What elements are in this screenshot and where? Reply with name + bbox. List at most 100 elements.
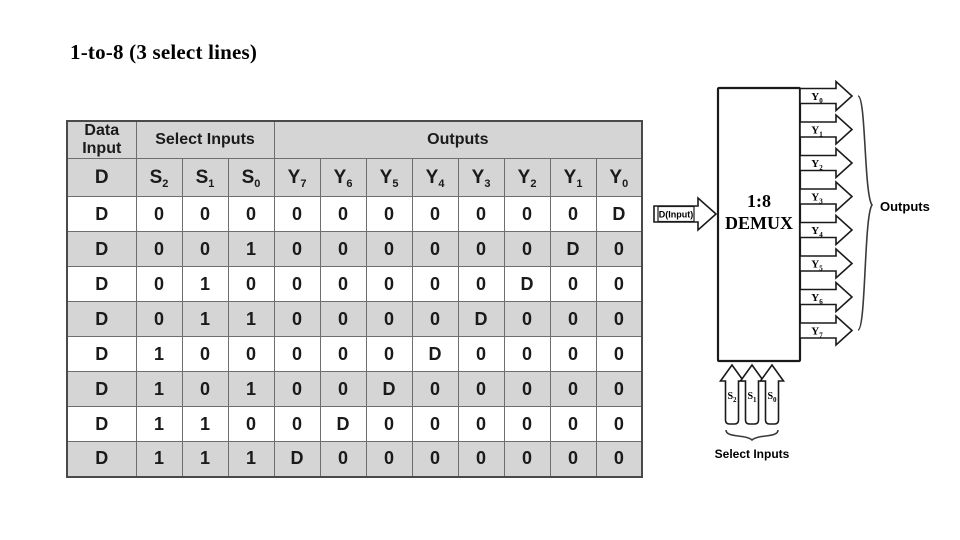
- table-cell: 0: [319, 301, 367, 337]
- table-cell: D: [66, 406, 137, 442]
- table-cell: 0: [365, 406, 413, 442]
- output-arrow-y4: Y4: [799, 213, 854, 247]
- table-cell: 1: [135, 406, 183, 442]
- select-arrow-label: S0: [767, 391, 777, 404]
- table-column-header-1: S2: [135, 158, 183, 197]
- table-cell: D: [503, 266, 551, 302]
- table-cell: 0: [457, 371, 505, 407]
- demux-block-title-line1: 1:8: [747, 191, 771, 211]
- table-cell: 0: [411, 301, 459, 337]
- table-cell: 0: [273, 196, 321, 232]
- select-arrow-s1: S1: [738, 363, 766, 425]
- table-cell: 0: [319, 231, 367, 267]
- table-cell: 0: [181, 371, 229, 407]
- table-cell: 0: [595, 371, 643, 407]
- table-cell: 0: [365, 301, 413, 337]
- output-arrow-y6: Y6: [799, 280, 854, 314]
- data-input-arrow-label: D(Input): [659, 210, 693, 220]
- table-cell: 1: [227, 231, 275, 267]
- table-cell: 0: [457, 231, 505, 267]
- output-arrow-label: Y4: [811, 225, 823, 239]
- output-arrow-label: Y6: [811, 292, 823, 306]
- table-column-header-11: Y0: [595, 158, 643, 197]
- table-cell: 0: [273, 231, 321, 267]
- table-cell: 0: [411, 406, 459, 442]
- table-cell: 0: [503, 231, 551, 267]
- table-cell: 0: [457, 336, 505, 372]
- table-cell: 0: [411, 196, 459, 232]
- outputs-bracket-label: Outputs: [880, 199, 930, 214]
- table-cell: 0: [273, 371, 321, 407]
- table-cell: 0: [181, 336, 229, 372]
- output-arrow-label: Y3: [811, 192, 823, 206]
- select-arrow-s0: S0: [758, 363, 786, 425]
- table-cell: 0: [595, 266, 643, 302]
- table-cell: 0: [319, 336, 367, 372]
- table-cell: 1: [135, 441, 183, 477]
- table-column-header-6: Y5: [365, 158, 413, 197]
- select-arrow-label: S2: [727, 391, 737, 404]
- table-cell: 0: [549, 441, 597, 477]
- table-cell: D: [66, 231, 137, 267]
- table-cell: 0: [135, 266, 183, 302]
- table-cell: 0: [503, 301, 551, 337]
- output-arrow-y3: Y3: [799, 180, 854, 213]
- table-cell: D: [595, 196, 643, 232]
- output-arrow-y5: Y5: [799, 247, 854, 280]
- table-cell: 1: [181, 301, 229, 337]
- table-cell: 0: [549, 371, 597, 407]
- table-cell: 0: [595, 301, 643, 337]
- table-cell: 0: [457, 196, 505, 232]
- table-group-header-1: Select Inputs: [135, 120, 275, 159]
- table-column-header-7: Y4: [411, 158, 459, 197]
- table-cell: 0: [503, 406, 551, 442]
- table-cell: D: [319, 406, 367, 442]
- output-arrow-y2: Y2: [799, 146, 854, 180]
- data-input-arrow: D(Input): [653, 196, 718, 232]
- output-arrow-y0: Y0: [799, 79, 854, 113]
- table-cell: 0: [411, 231, 459, 267]
- select-inputs-brace: Select Inputs: [715, 429, 790, 461]
- table-cell: D: [273, 441, 321, 477]
- table-cell: 0: [503, 371, 551, 407]
- demux-block-title-line2: DEMUX: [725, 213, 793, 233]
- table-cell: 0: [411, 441, 459, 477]
- table-cell: 0: [181, 231, 229, 267]
- table-cell: 0: [227, 336, 275, 372]
- select-arrow-s2: S2: [718, 363, 746, 425]
- table-cell: D: [66, 196, 137, 232]
- table-cell: 0: [319, 196, 367, 232]
- table-cell: D: [457, 301, 505, 337]
- table-cell: 0: [503, 196, 551, 232]
- table-column-header-4: Y7: [273, 158, 321, 197]
- page-title: 1-to-8 (3 select lines): [70, 40, 258, 64]
- table-cell: 0: [181, 196, 229, 232]
- table-cell: 0: [365, 231, 413, 267]
- outputs-brace: Outputs: [857, 95, 930, 331]
- table-cell: 0: [273, 336, 321, 372]
- table-column-header-9: Y2: [503, 158, 551, 197]
- table-cell: 0: [365, 196, 413, 232]
- table-cell: 0: [457, 441, 505, 477]
- table-cell: 1: [135, 371, 183, 407]
- table-column-header-2: S1: [181, 158, 229, 197]
- select-inputs-bracket-label: Select Inputs: [715, 447, 790, 461]
- table-cell: D: [411, 336, 459, 372]
- table-cell: 1: [227, 371, 275, 407]
- table-cell: 0: [135, 301, 183, 337]
- table-cell: 0: [319, 266, 367, 302]
- table-cell: 0: [549, 196, 597, 232]
- table-cell: 0: [549, 301, 597, 337]
- table-cell: 0: [135, 196, 183, 232]
